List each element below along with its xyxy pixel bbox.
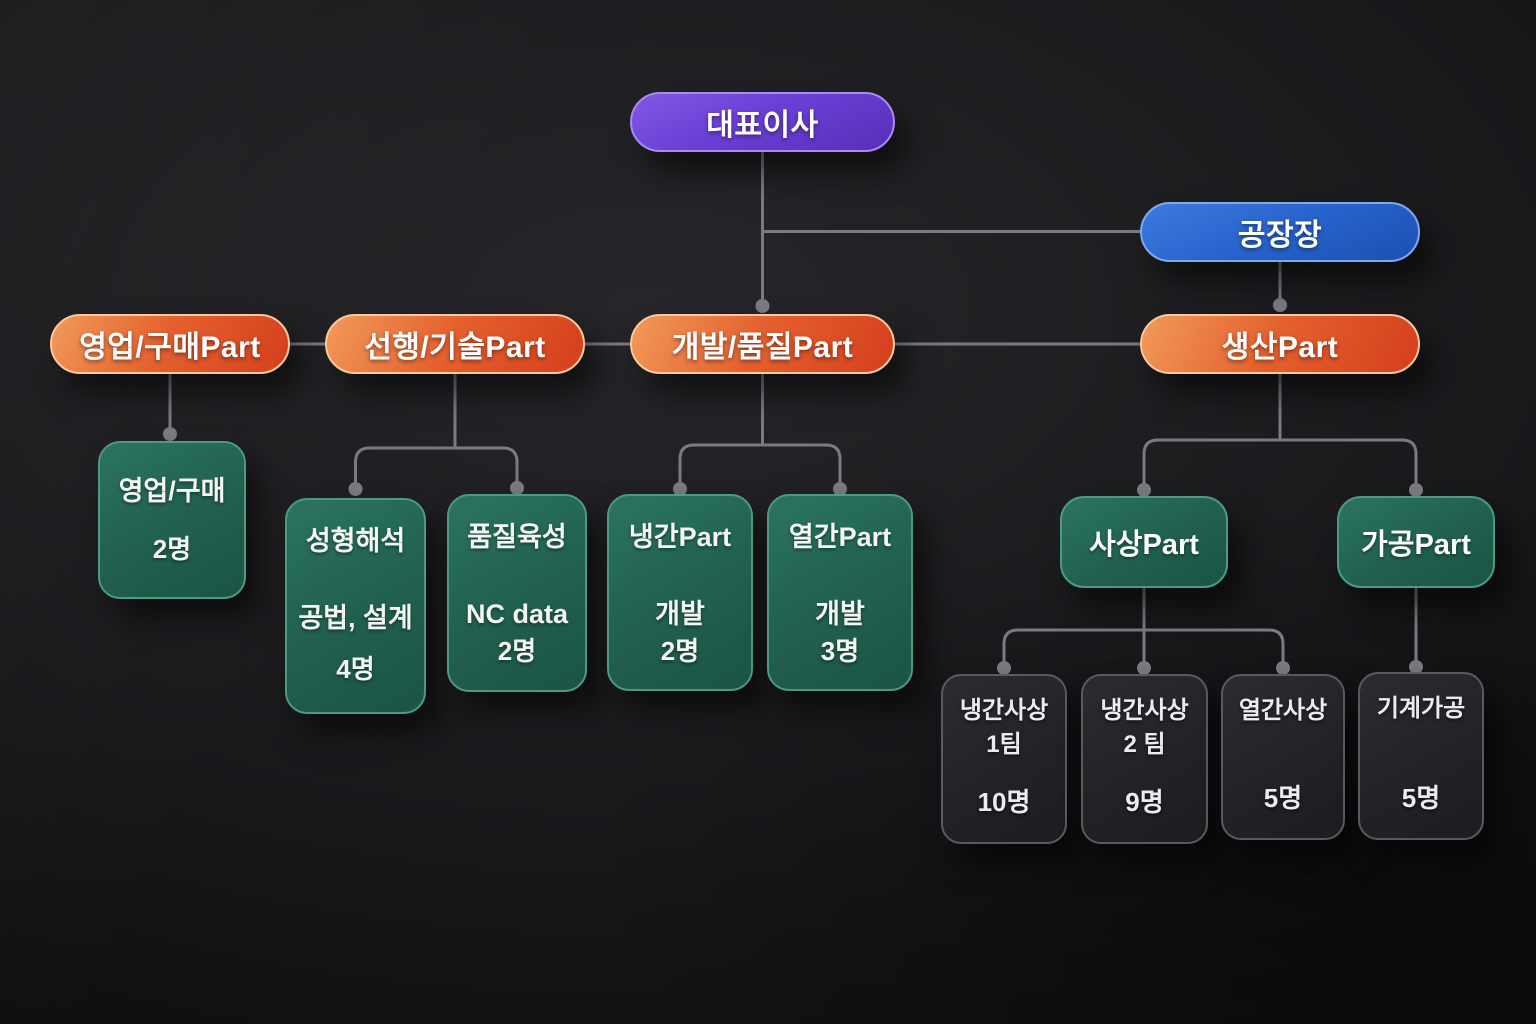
node-grinding-part: 사상Part [1060, 496, 1228, 588]
team-title: 성형해석 [305, 526, 406, 556]
team-subtitle: 개발 [655, 598, 705, 629]
node-dev-quality-part-label: 개발/품질Part [671, 331, 854, 364]
node-advance-tech-part-label: 선행/기술Part [364, 331, 546, 364]
team-title: 열간Part [788, 522, 892, 552]
team-headcount: 5명 [1263, 782, 1303, 813]
node-dev-quality-part: 개발/품질Part [630, 314, 895, 374]
node-factory-manager-label: 공장장 [1237, 219, 1323, 252]
node-production-part-label: 생산Part [1221, 331, 1339, 364]
team-headcount: 2명 [497, 635, 537, 666]
node-machining-team: 기계가공 5명 [1358, 672, 1484, 840]
team-subtitle: NC data [465, 598, 568, 629]
node-hot-part-dev-team: 열간Part 개발 3명 [767, 494, 913, 691]
node-molding-analysis-team: 성형해석 공법, 설계 4명 [285, 498, 426, 714]
team-subtitle: 2 팀 [1123, 730, 1166, 758]
team-subtitle: 개발 [815, 598, 865, 629]
team-headcount: 2명 [660, 635, 700, 666]
team-headcount: 4명 [336, 654, 375, 685]
node-ceo-label: 대표이사 [706, 109, 819, 142]
node-sales-purchasing-part: 영업/구매Part [50, 314, 290, 374]
team-subtitle: 1팀 [986, 730, 1022, 758]
node-ceo: 대표이사 [630, 92, 895, 152]
node-production-part: 생산Part [1140, 314, 1420, 374]
team-title: 냉간Part [628, 522, 732, 552]
node-machining-part-label: 가공Part [1361, 529, 1471, 561]
team-headcount: 10명 [977, 786, 1031, 817]
team-title: 냉간사상 [1100, 697, 1189, 724]
node-hot-grinding-team: 열간사상 5명 [1221, 674, 1345, 840]
team-title: 품질육성 [467, 522, 567, 552]
node-grinding-part-label: 사상Part [1089, 529, 1199, 561]
node-cold-part-dev-team: 냉간Part 개발 2명 [607, 494, 753, 691]
team-title: 열간사상 [1238, 697, 1328, 724]
node-advance-tech-part: 선행/기술Part [325, 314, 585, 374]
team-headcount: 3명 [820, 635, 860, 666]
node-machining-part: 가공Part [1337, 496, 1495, 588]
node-sales-purchasing-part-label: 영업/구매Part [79, 331, 261, 364]
node-cold-grinding-team2: 냉간사상 2 팀 9명 [1081, 674, 1208, 844]
node-cold-grinding-team1: 냉간사상 1팀 10명 [941, 674, 1067, 844]
node-quality-nc-team: 품질육성 NC data 2명 [447, 494, 587, 692]
team-headcount: 5명 [1401, 782, 1441, 813]
team-title: 냉간사상 [959, 697, 1049, 724]
team-title: 영업/구매 [118, 476, 226, 507]
node-sales-purchasing-team: 영업/구매 2명 [98, 441, 246, 599]
team-subtitle: 공법, 설계 [298, 602, 413, 633]
node-factory-manager: 공장장 [1140, 202, 1420, 262]
team-headcount: 9명 [1125, 786, 1164, 817]
team-title: 기계가공 [1376, 695, 1466, 722]
team-headcount: 2명 [152, 533, 192, 564]
